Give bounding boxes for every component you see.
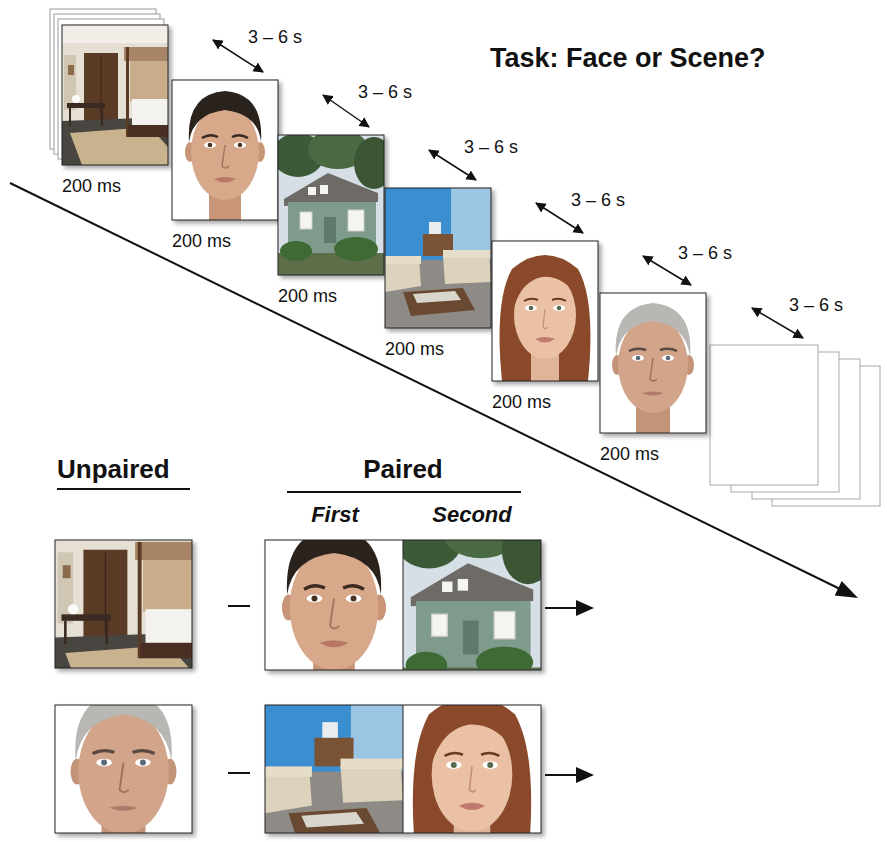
interval-label: 3 – 6 s (787, 296, 845, 316)
example-image (265, 506, 554, 696)
duration-label: 200 ms (600, 445, 659, 465)
stimulus-frame (492, 241, 598, 381)
stimulus-frame (272, 129, 394, 275)
stimulus-frame-box: 200 ms (385, 188, 491, 328)
stimulus-frame-box: 200 ms (492, 241, 598, 381)
blank-frame-stack (710, 345, 880, 506)
sequence-dash (228, 772, 250, 774)
timeline-arrowhead (835, 581, 858, 598)
interval-label: 3 – 6 s (246, 28, 304, 48)
duration-label: 200 ms (278, 287, 337, 307)
stimulus-frame-box: 200 ms (600, 293, 706, 433)
sequence-arrow (545, 607, 578, 609)
interval-label: 3 – 6 s (356, 83, 414, 103)
sequence-arrowhead (576, 600, 594, 616)
stimulus-frame-box: 200 ms (62, 25, 168, 165)
section-header: Paired (363, 455, 443, 484)
sequence-arrow (545, 774, 578, 776)
example-image (55, 514, 192, 695)
section-header: Unpaired (57, 455, 170, 484)
sequence-dash (228, 605, 250, 607)
stimulus-frame (62, 25, 168, 165)
duration-label: 200 ms (172, 232, 231, 252)
interval-label: 3 – 6 s (569, 191, 627, 211)
figure-title: Task: Face or Scene? (490, 44, 766, 74)
interval-label: 3 – 6 s (676, 244, 734, 264)
example-image (265, 678, 541, 842)
duration-label: 200 ms (492, 393, 551, 413)
header-underline (287, 491, 521, 493)
timeline-line (10, 183, 840, 589)
sequence-arrowhead (576, 767, 594, 783)
stimulus-frame (172, 80, 278, 220)
example-image (55, 679, 192, 842)
duration-label: 200 ms (385, 340, 444, 360)
interval-label: 3 – 6 s (462, 138, 520, 158)
column-header: First (311, 503, 359, 527)
stimulus-frame (600, 293, 706, 433)
stimulus-frame-box: 200 ms (278, 135, 384, 275)
column-header: Second (432, 503, 511, 527)
duration-label: 200 ms (62, 177, 121, 197)
header-underline (57, 488, 190, 490)
stimulus-frame (385, 188, 491, 328)
stimulus-frame-box: 200 ms (172, 80, 278, 220)
